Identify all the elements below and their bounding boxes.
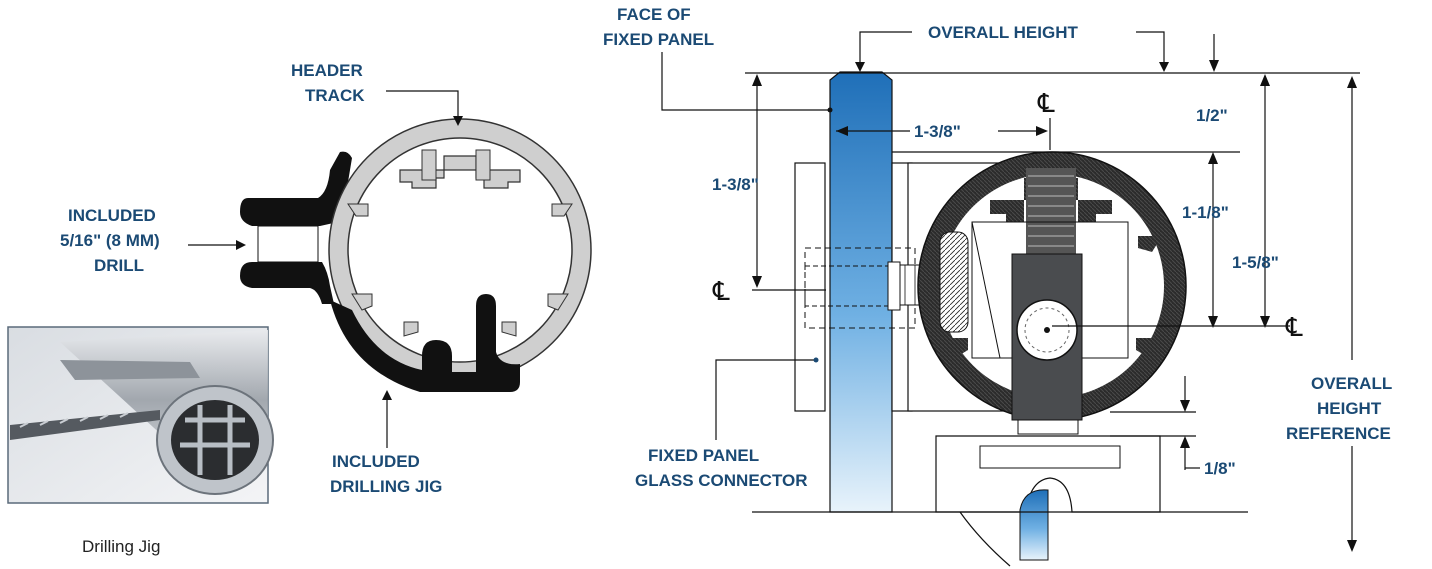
jig-arrow bbox=[382, 390, 392, 400]
side-tab-right-upper bbox=[551, 203, 573, 217]
header-track-arrow bbox=[453, 116, 463, 126]
header-track-drawing bbox=[240, 118, 592, 392]
dim-1-3-8-horizontal: 1-3/8" bbox=[914, 122, 961, 141]
dim-1-8: 1/8" bbox=[1204, 459, 1236, 478]
face-label-line1: FACE OF bbox=[617, 5, 691, 24]
side-tab-left-lower bbox=[351, 293, 373, 311]
drilling-jig-photo bbox=[7, 326, 274, 504]
overall-height-leader-left bbox=[859, 31, 912, 66]
jig-label-line1: INCLUDED bbox=[332, 452, 420, 471]
door-curve bbox=[959, 511, 1011, 567]
fixture-slot bbox=[979, 445, 1121, 469]
jig-bottom-cradle bbox=[330, 294, 520, 392]
bottom-tabs bbox=[403, 321, 517, 337]
drill-arrow bbox=[236, 240, 246, 250]
jig-upper-arm bbox=[240, 151, 352, 226]
drill-channel bbox=[257, 225, 319, 263]
bolt-shaft bbox=[804, 265, 896, 307]
door-glass bbox=[1019, 489, 1049, 561]
jig-label-line2: DRILLING JIG bbox=[330, 477, 442, 496]
dim-1-5-8: 1-5/8" bbox=[1232, 253, 1279, 272]
thread-right bbox=[475, 149, 491, 181]
drill-label-line1: INCLUDED bbox=[68, 206, 156, 225]
ring-interior bbox=[347, 137, 573, 363]
dim-1-2: 1/2" bbox=[1196, 106, 1228, 125]
connector-label-line2: GLASS CONNECTOR bbox=[635, 471, 808, 490]
centerline-symbol-left: ℄ bbox=[712, 277, 730, 307]
glass-panel bbox=[829, 71, 893, 513]
ohr-label-line3: REFERENCE bbox=[1286, 424, 1391, 443]
carriage-outline bbox=[971, 221, 1129, 359]
dim-1-3-8-vertical: 1-3/8" bbox=[712, 175, 759, 194]
header-track-label-line2: TRACK bbox=[305, 86, 365, 105]
connector-leader bbox=[715, 359, 816, 440]
thread-left bbox=[421, 149, 437, 181]
side-tab-right-lower bbox=[547, 293, 569, 311]
centerline-symbol-top: ℄ bbox=[1037, 89, 1055, 119]
overall-height-label: OVERALL HEIGHT bbox=[928, 23, 1078, 42]
dim-1-1-8: 1-1/8" bbox=[1182, 203, 1229, 222]
overall-height-leader-right bbox=[1136, 31, 1165, 66]
set-screw bbox=[1026, 168, 1076, 254]
centerline-symbol-right: ℄ bbox=[1285, 313, 1303, 343]
jig-lower-arm bbox=[240, 262, 334, 304]
roller-hatch-left bbox=[939, 231, 969, 333]
connector-label-line1: FIXED PANEL bbox=[648, 446, 759, 465]
header-track-leader bbox=[386, 90, 459, 120]
fixture-pin bbox=[1017, 419, 1079, 435]
connector-plate-left bbox=[794, 162, 826, 412]
drill-label-line2: 5/16" (8 MM) bbox=[60, 231, 160, 250]
bolt-end bbox=[887, 261, 901, 311]
photo-caption: Drilling Jig bbox=[82, 537, 160, 556]
face-leader bbox=[661, 52, 830, 111]
side-tab-left-upper bbox=[347, 203, 369, 217]
header-track-label-line1: HEADER bbox=[291, 61, 363, 80]
ohr-label-line2: HEIGHT bbox=[1317, 399, 1382, 418]
face-label-line2: FIXED PANEL bbox=[603, 30, 714, 49]
ohr-label-line1: OVERALL bbox=[1311, 374, 1392, 393]
drill-label-line3: DRILL bbox=[94, 256, 144, 275]
